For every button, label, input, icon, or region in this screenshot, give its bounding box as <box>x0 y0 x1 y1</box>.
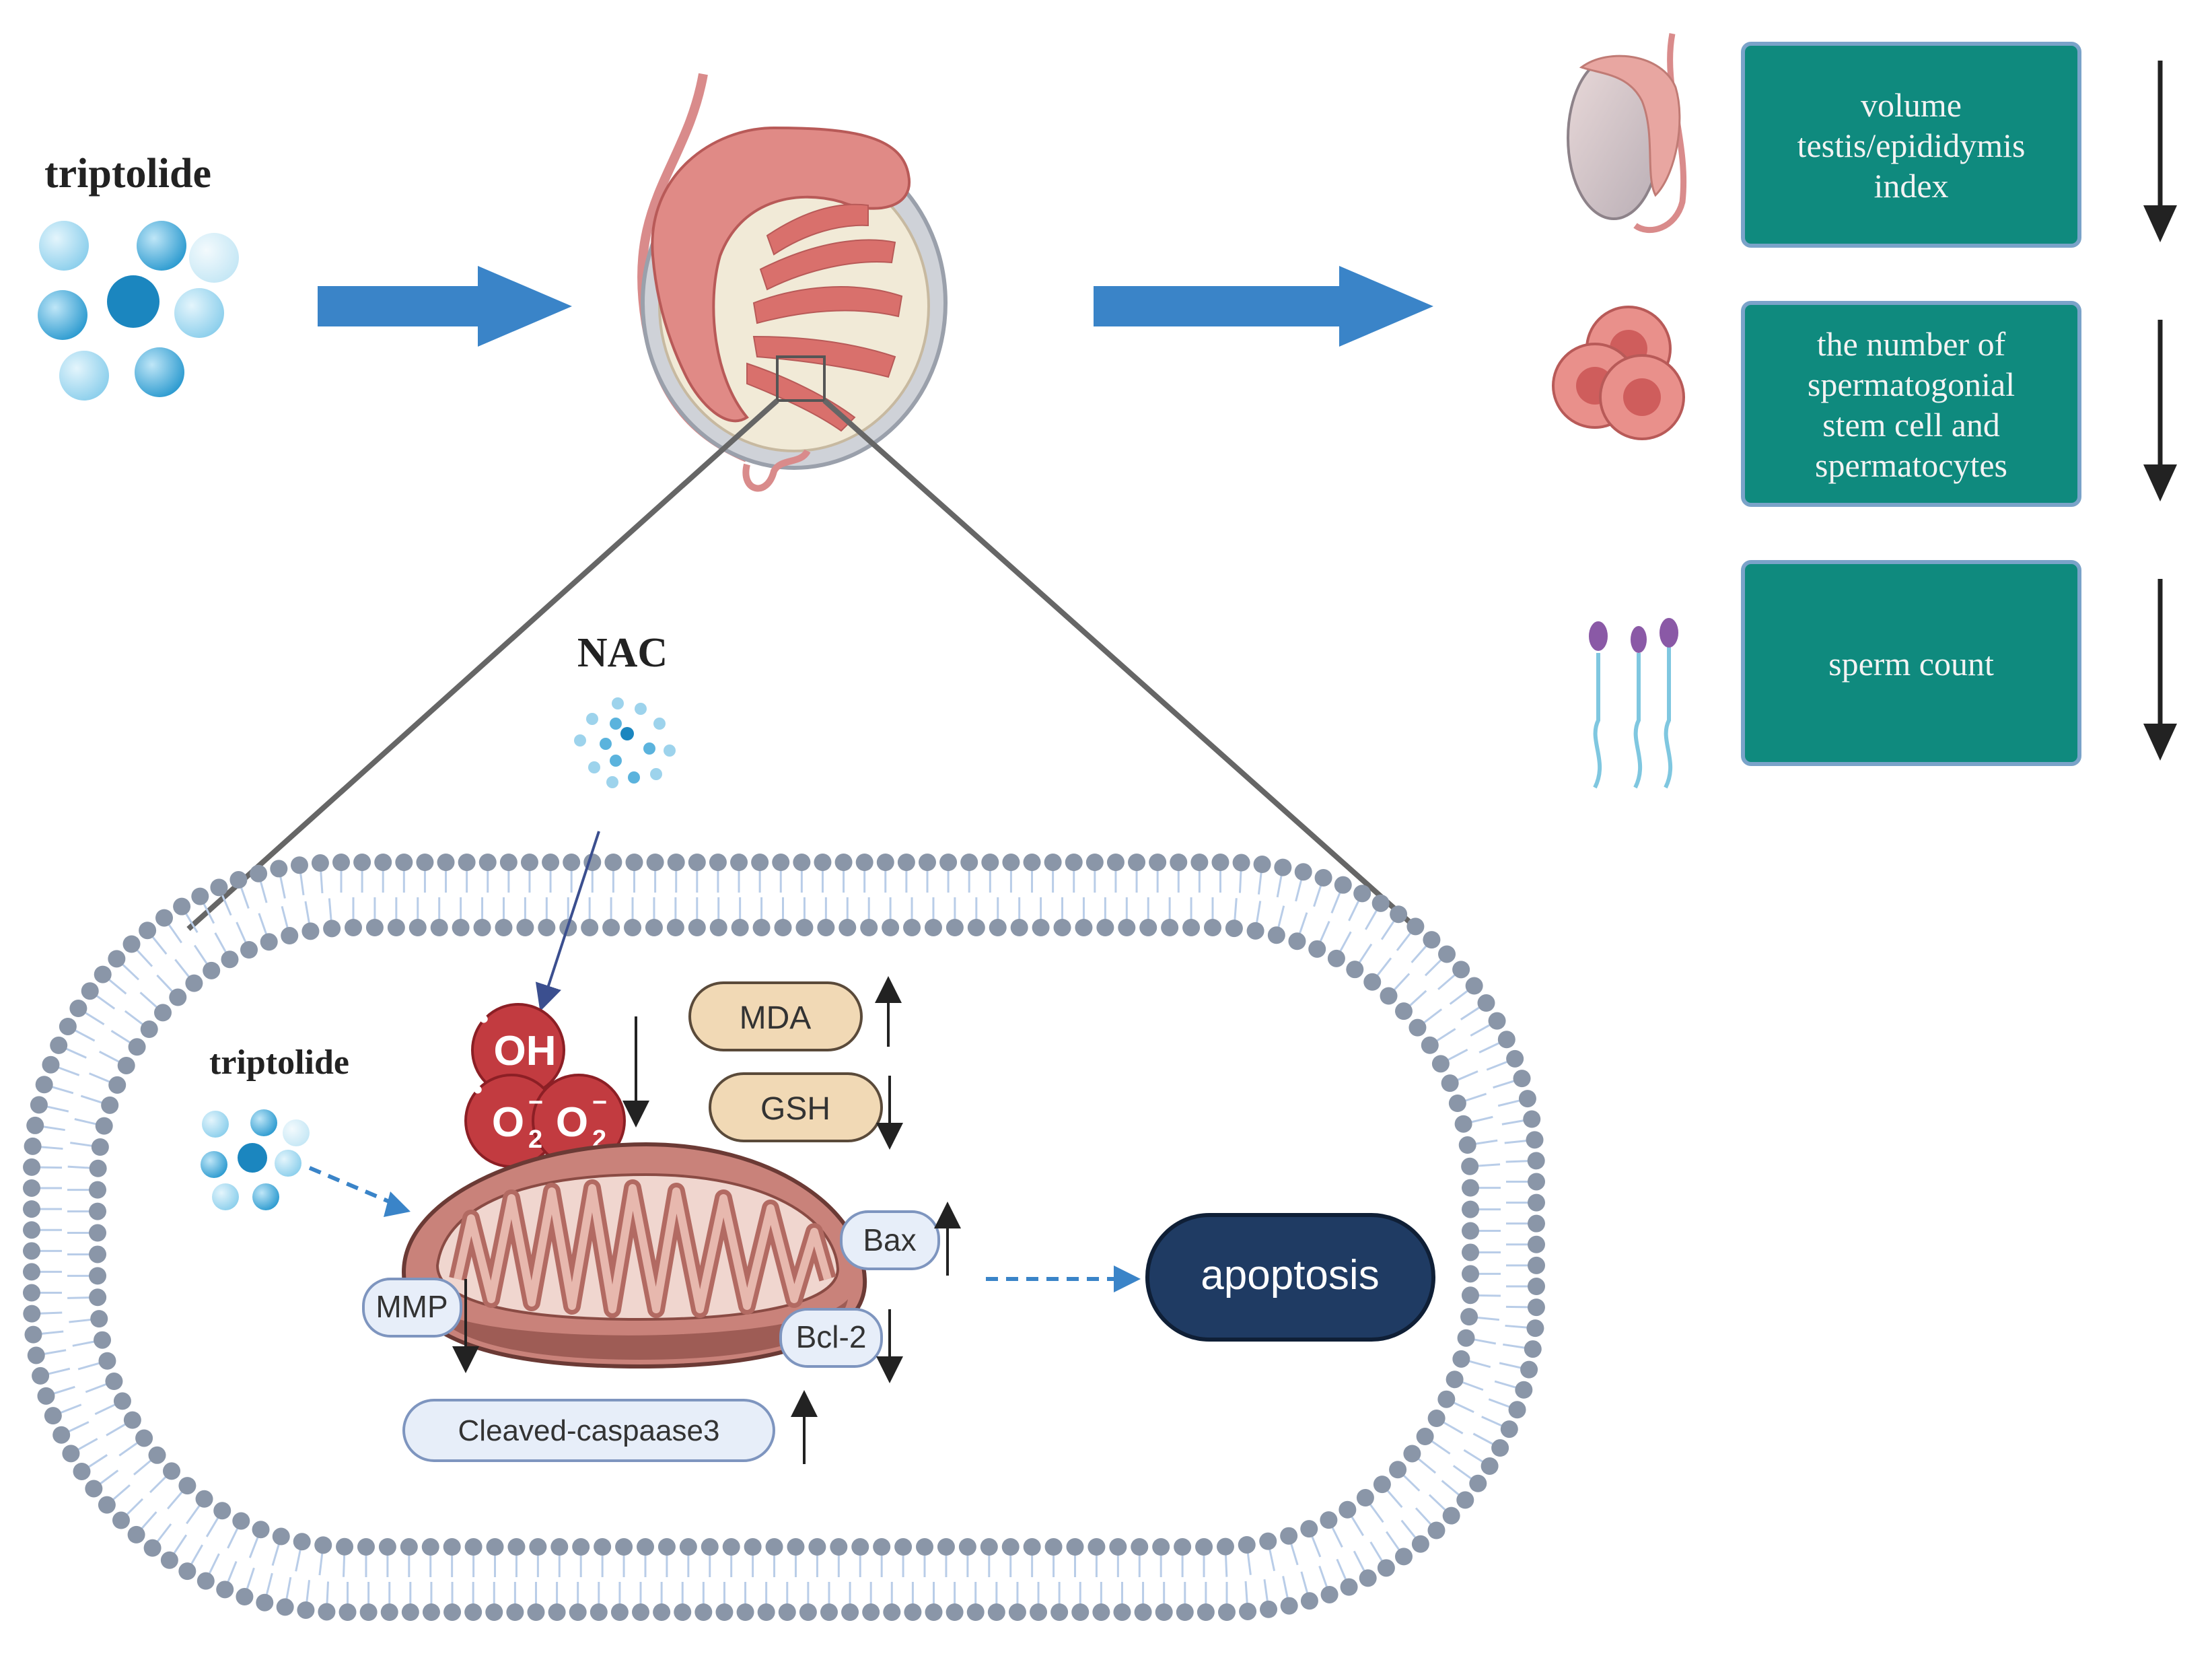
o2-sub-1: 2 <box>528 1125 542 1154</box>
outcome-box <box>1741 560 2081 766</box>
apoptosis-label: apoptosis <box>1201 1252 1379 1298</box>
svg-text:•: • <box>473 1075 483 1105</box>
gsh-box <box>709 1072 883 1142</box>
o2-sup-1: − <box>528 1088 543 1117</box>
bax-box <box>840 1210 940 1270</box>
outcome-item: sperm count <box>1741 560 2177 766</box>
nac-arrow <box>535 831 600 1012</box>
zoom-line-right <box>822 398 1412 924</box>
svg-text:•: • <box>479 1004 489 1034</box>
outcome-text: sperm count <box>1828 645 1994 683</box>
outcome-down-arrowhead <box>2143 464 2177 501</box>
apoptosis-box <box>1145 1213 1435 1342</box>
triptolide-molecules <box>38 221 239 401</box>
nac-label: NAC <box>577 630 668 676</box>
outcome-text: stem cell and <box>1822 406 2000 444</box>
mitochondrion <box>401 1142 867 1369</box>
nac-molecules <box>574 697 676 788</box>
bcl2-label: Bcl-2 <box>796 1319 867 1354</box>
triptolide-cell-label: triptolide <box>209 1043 349 1082</box>
flow-arrow-2 <box>1094 266 1433 347</box>
o2-label-1: O <box>492 1099 524 1146</box>
mda-box <box>688 981 863 1051</box>
testis-icon <box>1567 33 1687 234</box>
o2-label-2: O <box>556 1099 588 1146</box>
triptolide-dashed-arrow <box>308 1166 398 1207</box>
mmp-box <box>362 1278 462 1338</box>
caspase-label: Cleaved-caspaase3 <box>458 1414 720 1447</box>
bcl2-box <box>779 1308 883 1368</box>
outcome-text: spermatocytes <box>1815 446 2007 484</box>
outcome-box <box>1741 42 2081 248</box>
outcome-text: volume <box>1861 86 1962 124</box>
testis-illustration <box>637 73 948 492</box>
flow-arrow-1 <box>318 266 572 347</box>
mmp-label: MMP <box>376 1289 448 1324</box>
triptolide-cell-molecules <box>201 1109 310 1210</box>
triptolide-title: triptolide <box>44 151 211 197</box>
sperm-icon <box>1593 646 1673 789</box>
outcome-text: the number of <box>1817 325 2006 363</box>
zoom-line-left <box>186 398 779 931</box>
outcome-text: testis/epididymis <box>1797 127 2026 164</box>
sperm-heads <box>1589 618 1678 653</box>
ros-cluster: • OH • O 2 − O 2 − <box>464 1003 626 1168</box>
spermatocyte-cells-icon <box>1552 306 1685 440</box>
mda-label: MDA <box>740 1000 812 1036</box>
o2-sup-2: − <box>592 1088 607 1117</box>
caspase-box <box>402 1399 775 1462</box>
bax-label: Bax <box>863 1222 916 1257</box>
outcome-text: spermatogonial <box>1808 366 2015 403</box>
outcome-down-arrowhead <box>2143 724 2177 761</box>
outcome-text: index <box>1874 167 1948 205</box>
outcome-down-arrowhead <box>2143 205 2177 242</box>
cell-membrane <box>23 854 1545 1621</box>
outcome-box <box>1741 301 2081 507</box>
gsh-label: GSH <box>760 1091 830 1127</box>
oh-label: OH <box>494 1028 557 1074</box>
